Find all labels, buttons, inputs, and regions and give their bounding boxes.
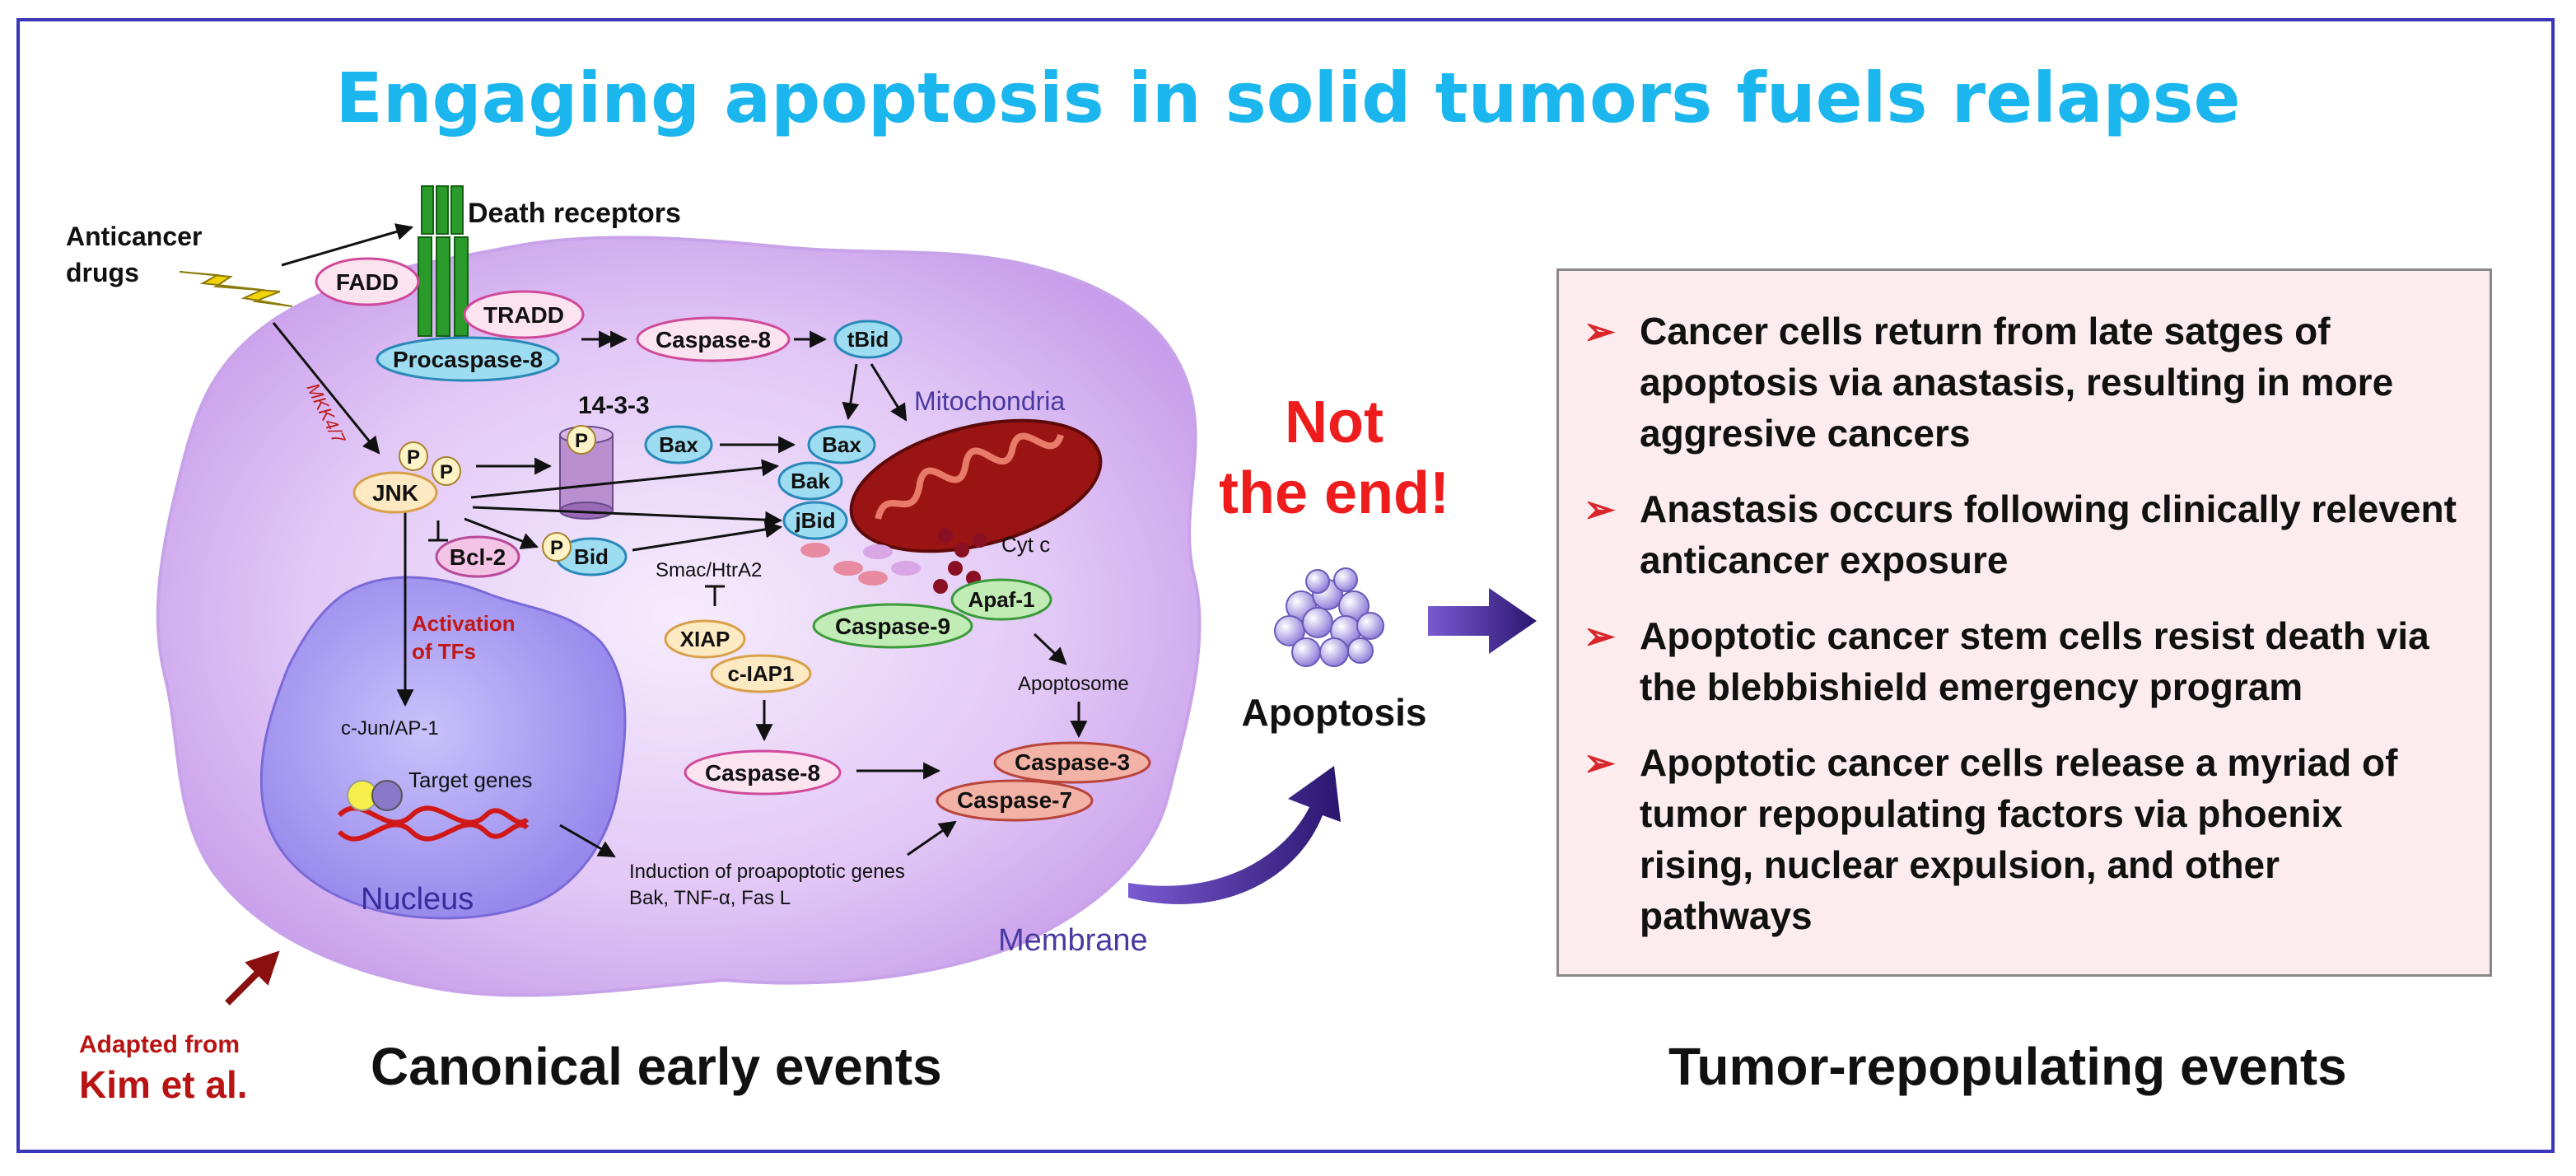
caspase8-bottom-oval: Caspase-8 <box>684 749 842 796</box>
bax-a-oval: Bax <box>644 425 713 464</box>
bak-oval: Bak <box>777 461 843 501</box>
info-list: ➢Cancer cells return from late satges of… <box>1584 306 2457 941</box>
induction-label-line1: Induction of proapoptotic genes <box>629 861 905 883</box>
tbid-oval: tBid <box>833 320 903 359</box>
svg-text:Caspase-8: Caspase-8 <box>656 327 771 352</box>
caspase3-oval: Caspase-3 <box>993 741 1151 784</box>
svg-text:Apaf-1: Apaf-1 <box>968 587 1035 612</box>
info-point: ➢Cancer cells return from late satges of… <box>1584 306 2457 459</box>
info-point: ➢Apoptotic cancer cells release a myriad… <box>1584 737 2457 941</box>
svg-text:Caspase-7: Caspase-7 <box>957 787 1072 813</box>
caspase8-top-oval: Caspase-8 <box>636 316 791 362</box>
tradd-oval: TRADD <box>463 290 585 339</box>
slide-frame <box>16 18 2555 1153</box>
mitochondrion <box>849 418 1103 553</box>
svg-text:Bax: Bax <box>659 432 698 457</box>
tumor-repopulating-info-box: ➢Cancer cells return from late satges of… <box>1556 268 2492 977</box>
not-the-end-line2: the end! <box>1219 460 1449 526</box>
phosphate-circle: P <box>399 441 428 471</box>
apoptosome-label: Apoptosome <box>1018 673 1129 695</box>
transcription-factor-purple <box>371 780 403 811</box>
info-point: ➢Anastasis occurs following clinically r… <box>1584 483 2457 586</box>
dna-helix-icon <box>337 805 530 842</box>
credit-line2: Kim et al. <box>79 1063 248 1106</box>
bullet-arrow-icon: ➢ <box>1584 614 1616 657</box>
bullet-arrow-icon: ➢ <box>1584 310 1616 352</box>
stimulus-label-line2: drugs <box>66 258 139 287</box>
14-3-3-label: 14-3-3 <box>578 392 650 419</box>
svg-text:TRADD: TRADD <box>483 302 564 328</box>
not-the-end-line1: Not <box>1285 390 1384 455</box>
released-proteins <box>800 543 921 586</box>
credit-label: Adapted from Kim et al. <box>79 1031 248 1107</box>
bid-oval: Bid <box>555 537 628 576</box>
svg-text:c-IAP1: c-IAP1 <box>728 661 795 686</box>
svg-text:Caspase-9: Caspase-9 <box>835 614 950 639</box>
caption-right: Tumor-repopulating events <box>1668 1037 2347 1096</box>
apaf1-oval: Apaf-1 <box>950 578 1052 621</box>
svg-text:P: P <box>407 446 420 469</box>
mitochondria-label: Mitochondria <box>914 386 1065 416</box>
nucleus-label: Nucleus <box>361 882 474 917</box>
svg-text:Caspase-3: Caspase-3 <box>1015 749 1130 775</box>
info-point: ➢Apoptotic cancer stem cells resist deat… <box>1584 610 2457 712</box>
apoptotic-body-icon <box>1274 567 1384 667</box>
phosphate-circle: P <box>432 456 461 486</box>
fadd-oval: FADD <box>315 257 420 306</box>
bullet-arrow-icon: ➢ <box>1584 488 1616 530</box>
apoptosis-label: Apoptosis <box>1241 691 1427 734</box>
svg-text:jBid: jBid <box>794 508 835 533</box>
activation-label-line1: Activation <box>412 611 516 636</box>
block-arrow-icon <box>1428 588 1537 654</box>
svg-text:P: P <box>440 461 453 483</box>
svg-text:Bid: Bid <box>574 544 609 569</box>
svg-text:Caspase-8: Caspase-8 <box>705 760 820 786</box>
bullet-arrow-icon: ➢ <box>1584 741 1616 784</box>
svg-text:P: P <box>575 430 588 452</box>
membrane-label: Membrane <box>998 923 1148 958</box>
procaspase8-oval: Procaspase-8 <box>376 336 560 382</box>
jnk-oval: JNK <box>352 471 438 514</box>
nucleus-shape <box>259 576 627 920</box>
svg-text:Bak: Bak <box>791 469 830 493</box>
bax-b-oval: Bax <box>807 425 876 464</box>
jbid-oval: jBid <box>782 501 848 540</box>
caspase9-oval: Caspase-9 <box>812 603 973 649</box>
svg-text:XIAP: XIAP <box>680 627 730 651</box>
curved-arrow-icon <box>1128 766 1341 905</box>
svg-text:tBid: tBid <box>847 327 889 352</box>
caspase7-oval: Caspase-7 <box>936 779 1094 822</box>
cjun-label: c-Jun/AP-1 <box>341 717 439 740</box>
svg-text:Bcl-2: Bcl-2 <box>450 544 506 570</box>
lightning-icon <box>179 271 293 307</box>
target-genes-label: Target genes <box>408 768 532 792</box>
svg-text:Procaspase-8: Procaspase-8 <box>393 347 543 372</box>
svg-text:Bax: Bax <box>822 432 861 457</box>
smac-label: Smac/HtrA2 <box>656 559 762 581</box>
stimulus-label-line1: Anticancer <box>66 222 202 251</box>
not-the-end-callout: Not the end! <box>1186 387 1482 529</box>
credit-line1: Adapted from <box>79 1031 240 1058</box>
credit-arrow-icon <box>225 950 280 1006</box>
svg-text:FADD: FADD <box>336 269 399 295</box>
pathway-arrows <box>272 223 1088 858</box>
activation-label-line2: of TFs <box>412 639 476 664</box>
caption-left: Canonical early events <box>371 1037 942 1096</box>
cytc-label: Cyt c <box>1001 532 1050 557</box>
death-receptors-label: Death receptors <box>468 198 681 229</box>
induction-label-line2: Bak, TNF-α, Fas L <box>629 887 791 909</box>
svg-text:P: P <box>550 537 563 559</box>
death-receptor <box>418 185 469 337</box>
svg-text:JNK: JNK <box>372 480 418 506</box>
phosphate-circle: P <box>567 425 596 455</box>
phosphate-circle: P <box>542 532 572 562</box>
bcl2-oval: Bcl-2 <box>435 535 520 578</box>
xiap-oval: XIAP <box>664 619 746 659</box>
ciap1-oval: c-IAP1 <box>710 654 812 693</box>
slide-title: Engaging apoptosis in solid tumors fuels… <box>335 58 2241 138</box>
